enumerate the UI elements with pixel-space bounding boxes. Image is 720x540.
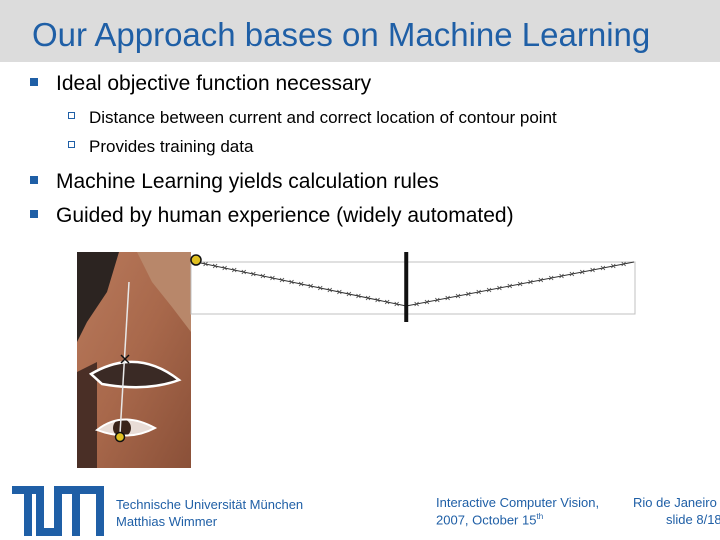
curve-sample-mark	[203, 261, 208, 267]
curve-sample-mark	[327, 287, 333, 293]
square-bullet-icon	[30, 176, 38, 185]
curve-sample-mark	[251, 271, 256, 277]
curve-sample-mark	[241, 269, 247, 275]
curve-sample-mark	[621, 261, 626, 267]
curve-sample-mark	[289, 279, 294, 285]
curve-sample-mark	[365, 295, 371, 301]
slide-title: Our Approach bases on Machine Learning	[32, 16, 651, 53]
curve-sample-mark	[384, 299, 390, 305]
curve-sample-mark	[270, 275, 275, 281]
curve-sample-mark	[590, 267, 595, 273]
objective-function-plot	[190, 252, 636, 322]
curve-sample-mark	[212, 263, 218, 269]
curve-sample-mark	[231, 267, 237, 273]
curve-sample-mark	[486, 287, 492, 293]
curve-sample-mark	[279, 277, 285, 283]
sub-bullet-item: Provides training data	[68, 137, 253, 157]
curve-sample-mark	[476, 289, 481, 295]
curve-sample-mark	[424, 299, 430, 305]
curve-sample-mark	[260, 273, 266, 279]
curve-sample-mark	[414, 301, 419, 307]
title-bar	[0, 0, 720, 62]
curve-sample-mark	[528, 279, 533, 285]
curve-sample-mark	[548, 275, 554, 281]
curve-sample-mark	[222, 265, 227, 271]
curve-sample-mark	[579, 269, 585, 275]
curve-sample-mark	[337, 289, 342, 295]
curve-sample-mark	[346, 291, 352, 297]
curve-sample-mark	[466, 291, 471, 297]
curve-sample-mark	[308, 283, 313, 289]
curve-sample-mark	[517, 281, 523, 287]
footer-author: Matthias Wimmer	[116, 514, 218, 529]
curve-sample-mark	[611, 263, 616, 269]
footer-university: Technische Universität München	[116, 497, 304, 512]
curve-sample-mark	[497, 285, 502, 291]
curve-sample-mark	[455, 293, 461, 299]
slide-number: slide 8/18	[666, 512, 720, 527]
current-point-marker	[190, 254, 202, 266]
sub-bullet-item: Distance between current and correct loc…	[68, 108, 557, 128]
bullet-item: Guided by human experience (widely autom…	[30, 204, 514, 228]
hollow-square-bullet-icon	[68, 112, 75, 120]
correct-location-marker	[404, 252, 409, 322]
curve-sample-mark	[538, 277, 544, 283]
bullet-item: Machine Learning yields calculation rule…	[30, 170, 439, 194]
curve-sample-mark	[375, 297, 380, 303]
curve-sample-mark	[317, 285, 323, 291]
curve-sample-mark	[445, 295, 450, 301]
curve-sample-mark	[559, 273, 564, 279]
tum-logo	[12, 486, 104, 536]
curve-sample-mark	[507, 283, 513, 289]
bullet-item: Ideal objective function necessary	[30, 72, 371, 96]
square-bullet-icon	[30, 78, 38, 87]
eye-photo	[77, 252, 191, 468]
curve-sample-mark	[356, 293, 361, 299]
hollow-square-bullet-icon	[68, 141, 75, 149]
curve-sample-mark	[298, 281, 304, 287]
footer-date: 2007, October 15th	[436, 512, 544, 528]
curve-sample-mark	[394, 301, 399, 307]
footer-location: Rio de Janeiro	[633, 495, 717, 510]
square-bullet-icon	[30, 210, 38, 219]
curve-sample-mark	[600, 265, 606, 271]
footer-conference: Interactive Computer Vision,	[436, 495, 600, 510]
curve-sample-mark	[435, 297, 440, 303]
curve-sample-mark	[569, 271, 575, 277]
